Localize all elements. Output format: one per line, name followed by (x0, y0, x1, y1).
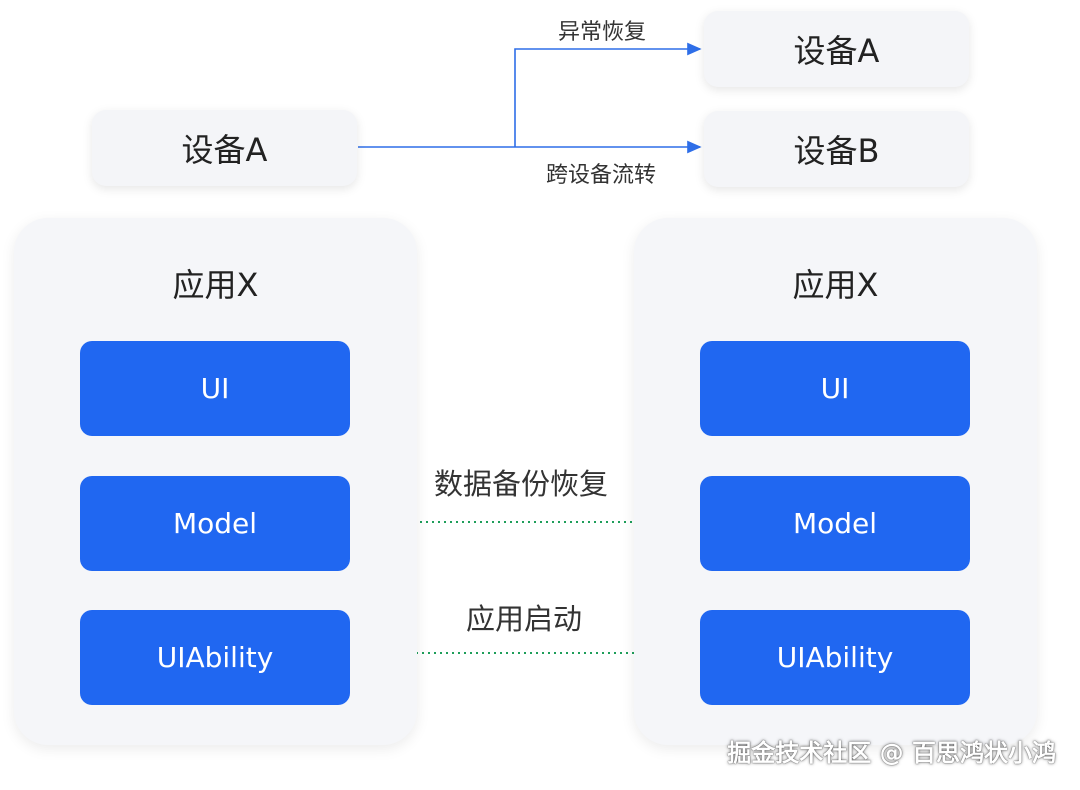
right-model-block: Model (700, 476, 970, 571)
right-uiability-label: UIAbility (776, 641, 894, 674)
data-backup-recovery-label: 数据备份恢复 (434, 467, 609, 501)
source-device-label: 设备A (181, 131, 268, 169)
app-launch-label: 应用启动 (466, 602, 583, 636)
exception-recovery-label: 异常恢复 (558, 20, 647, 45)
right-model-label: Model (792, 507, 878, 540)
right-uiability-block: UIAbility (700, 610, 970, 705)
right-ui-block: UI (700, 341, 970, 436)
left-app-panel: 应用X UI Model UIAbility (14, 218, 417, 745)
cross-device-migration-label: 跨设备流转 (546, 163, 657, 188)
target-device-b-box: 设备B (704, 111, 969, 187)
watermark-text: 掘金技术社区 @ 百思鸿状小鸿 (727, 739, 1056, 767)
source-device-box: 设备A (92, 110, 357, 186)
left-app-title: 应用X (172, 266, 259, 304)
target-device-a-box: 设备A (704, 11, 969, 87)
left-uiability-label: UIAbility (156, 641, 274, 674)
right-app-title: 应用X (792, 266, 879, 304)
target-device-a-label: 设备A (793, 32, 880, 70)
left-uiability-block: UIAbility (80, 610, 350, 705)
right-app-panel: 应用X UI Model UIAbility (634, 218, 1037, 745)
branch-up-arrow (514, 42, 702, 147)
left-model-label: Model (172, 507, 258, 540)
right-ui-label: UI (820, 372, 850, 405)
left-model-block: Model (80, 476, 350, 571)
left-ui-block: UI (80, 341, 350, 436)
target-device-b-label: 设备B (793, 132, 880, 170)
left-ui-label: UI (200, 372, 230, 405)
